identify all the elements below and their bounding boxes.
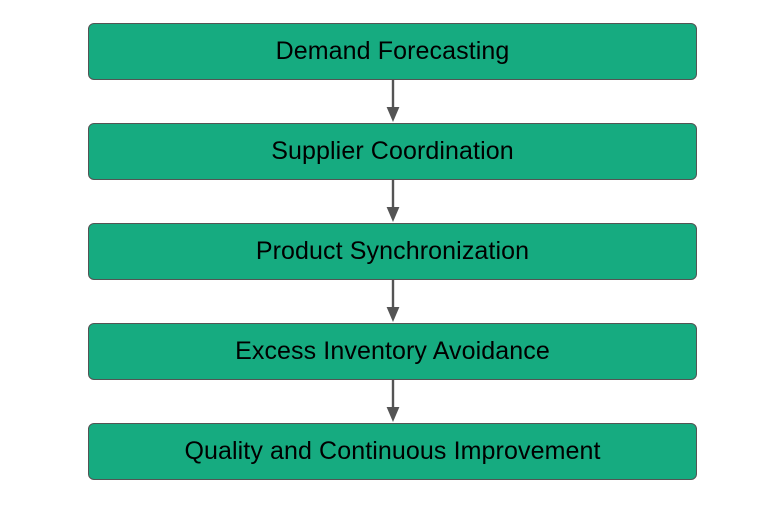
- flowchart-arrow-3-to-4: [88, 280, 697, 323]
- arrow-down-icon: [386, 280, 399, 322]
- flowchart-node-label: Quality and Continuous Improvement: [184, 437, 601, 465]
- flowchart-node-label: Excess Inventory Avoidance: [235, 337, 550, 365]
- flowchart-node-label: Supplier Coordination: [271, 137, 514, 165]
- flowchart-node-label: Product Synchronization: [255, 237, 530, 265]
- flowchart-arrow-4-to-5: [88, 380, 697, 423]
- flowchart-arrow-2-to-3: [88, 180, 697, 223]
- flowchart-node-product-synchronization[interactable]: Product Synchronization: [88, 223, 697, 280]
- flowchart-node-label: Demand Forecasting: [275, 37, 510, 65]
- arrow-down-icon: [386, 180, 399, 222]
- flowchart-arrow-1-to-2: [88, 80, 697, 123]
- arrow-down-icon: [386, 380, 399, 422]
- flowchart-node-column: Demand Forecasting Supplier Coordination…: [88, 23, 697, 480]
- flowchart-node-demand-forecasting[interactable]: Demand Forecasting: [88, 23, 697, 80]
- arrow-down-icon: [386, 80, 399, 122]
- flowchart-node-excess-inventory-avoidance[interactable]: Excess Inventory Avoidance: [88, 323, 697, 380]
- flowchart-node-supplier-coordination[interactable]: Supplier Coordination: [88, 123, 697, 180]
- flowchart-node-quality-and-continuous-improvement[interactable]: Quality and Continuous Improvement: [88, 423, 697, 480]
